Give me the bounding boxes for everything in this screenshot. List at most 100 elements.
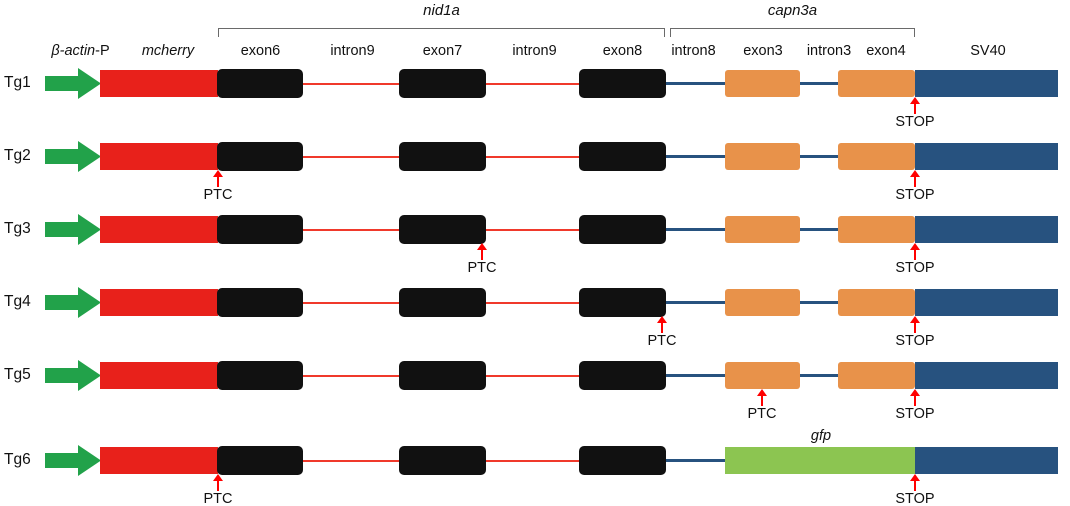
ptc-arrow-shaft [217,174,219,187]
segment-mcherry [100,447,218,474]
connector-intron9a [302,228,400,231]
stop-label: STOP [895,187,935,203]
row-label-Tg2: Tg2 [4,147,31,164]
promoter-arrow-icon [45,213,101,246]
segment-exon8 [580,289,665,316]
segment-exon4 [838,143,915,170]
ptc-arrow-shaft [481,247,483,260]
stop-arrow-shaft [914,320,916,333]
connector-intron9a [302,155,400,158]
ptc-arrow-icon [213,170,223,177]
segment-exon8 [580,70,665,97]
ptc-label: PTC [203,491,233,506]
element-label-intron3: intron3 [806,43,852,59]
segment-exon7 [400,362,485,389]
segment-sv40 [915,216,1058,243]
element-label-intron9a: intron9 [330,43,375,59]
segment-exon7 [400,289,485,316]
stop-marker: STOP [895,243,935,276]
element-label-exon3: exon3 [743,43,783,59]
stop-label: STOP [895,491,935,506]
segment-exon8 [580,216,665,243]
stop-marker: STOP [895,316,935,349]
stop-arrow-icon [910,389,920,396]
stop-label: STOP [895,114,935,130]
segment-exon7 [400,143,485,170]
connector-intron9b [485,82,580,85]
connector-intron9b [485,374,580,377]
stop-arrow-icon [910,170,920,177]
segment-mcherry [100,70,218,97]
stop-arrow-shaft [914,247,916,260]
connector-intron9b [485,228,580,231]
row-label-Tg5: Tg5 [4,366,31,383]
segment-mcherry [100,362,218,389]
stop-label: STOP [895,406,935,422]
element-label-sv40: SV40 [970,43,1006,59]
segment-exon3 [725,289,800,316]
segment-exon8 [580,362,665,389]
segment-sv40 [915,289,1058,316]
stop-arrow-icon [910,243,920,250]
segment-gfp [725,447,915,474]
ptc-label: PTC [203,187,233,203]
stop-arrow-shaft [914,393,916,406]
segment-exon6 [218,289,302,316]
segment-exon7 [400,447,485,474]
segment-exon6 [218,143,302,170]
element-label-intron9b: intron9 [512,43,557,59]
element-label-exon7: exon7 [422,43,463,59]
row-label-Tg1: Tg1 [4,74,31,91]
segment-exon6 [218,447,302,474]
stop-marker: STOP [895,389,935,422]
segment-exon8 [580,447,665,474]
element-label-exon8: exon8 [602,43,643,59]
segment-exon7 [400,70,485,97]
stop-arrow-icon [910,474,920,481]
ptc-arrow-icon [657,316,667,323]
connector-intron8 [665,459,725,462]
ptc-label: PTC [747,406,777,422]
gene-label-nid1a: nid1a [423,2,460,19]
element-label-exon4: exon4 [866,43,906,59]
ptc-arrow-icon [757,389,767,396]
stop-marker: STOP [895,170,935,203]
ptc-marker: PTC [648,316,677,349]
segment-mcherry [100,289,218,316]
segment-mcherry [100,143,218,170]
connector-intron8 [665,228,725,231]
connector-intron3 [800,155,838,158]
promoter-arrow-icon [45,140,101,173]
ptc-marker: PTC [204,474,233,506]
connector-intron9a [302,459,400,462]
connector-intron9a [302,301,400,304]
segment-sv40 [915,447,1058,474]
connector-intron9b [485,301,580,304]
ptc-arrow-icon [213,474,223,481]
connector-intron8 [665,374,725,377]
connector-intron8 [665,155,725,158]
gene-bracket-capn3a [670,28,915,37]
element-label-intron8: intron8 [671,43,716,59]
stop-marker: STOP [895,97,935,130]
connector-intron3 [800,228,838,231]
stop-marker: STOP [895,474,935,506]
row-label-Tg6: Tg6 [4,451,31,468]
element-label-gfp: gfp [810,428,832,444]
segment-exon4 [838,70,915,97]
ptc-label: PTC [467,260,497,276]
row-label-Tg3: Tg3 [4,220,31,237]
segment-sv40 [915,70,1058,97]
promoter-arrow-icon [45,359,101,392]
ptc-arrow-shaft [661,320,663,333]
ptc-label: PTC [647,333,677,349]
gene-label-capn3a: capn3a [767,2,818,19]
segment-exon6 [218,362,302,389]
element-label-exon6: exon6 [240,43,281,59]
segment-sv40 [915,143,1058,170]
